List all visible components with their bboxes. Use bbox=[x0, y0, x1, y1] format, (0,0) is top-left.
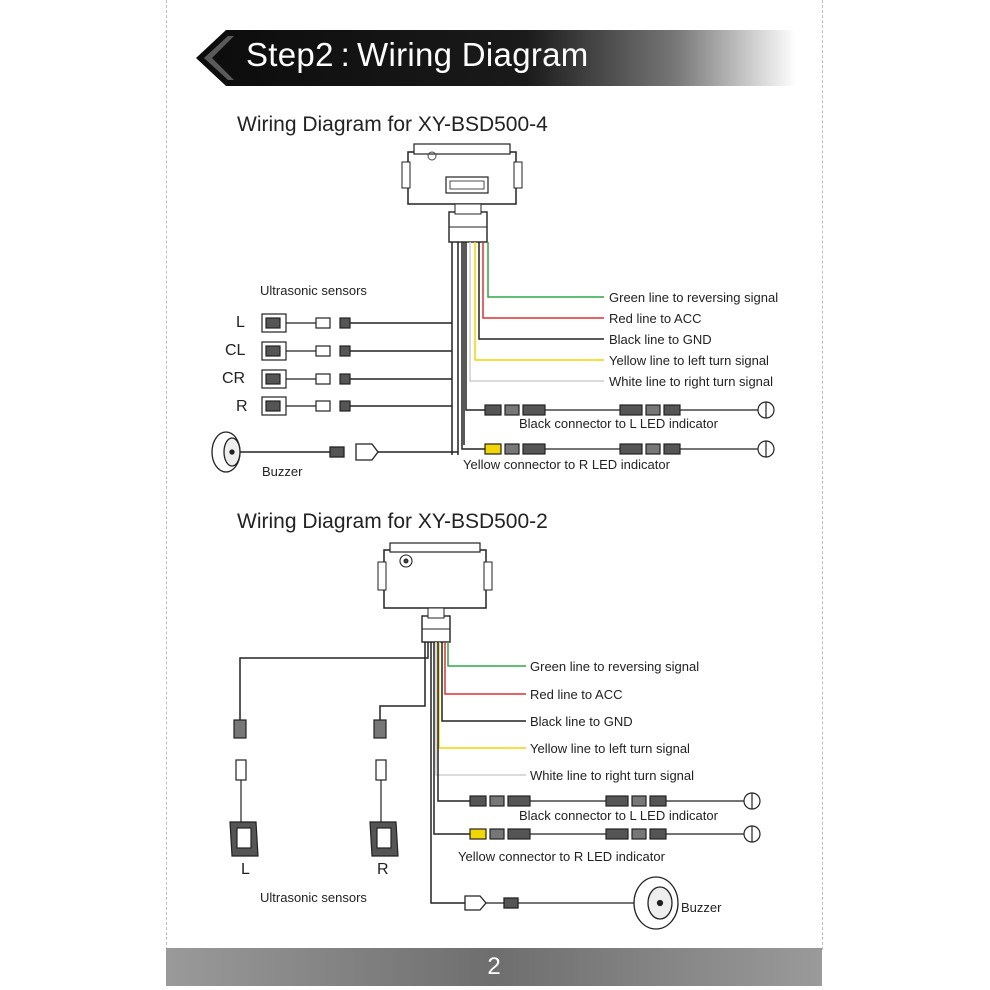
diagram1-buzzer bbox=[211, 431, 379, 473]
diagram1-led-yellow bbox=[484, 440, 775, 458]
diagram2-control-unit bbox=[377, 542, 493, 643]
diagram2-line-black: Black line to GND bbox=[530, 714, 633, 729]
diagram1-sensor-r: R bbox=[236, 398, 248, 415]
diagram2-connector-black: Black connector to L LED indicator bbox=[519, 808, 718, 823]
diagram1-connector-black: Black connector to L LED indicator bbox=[519, 416, 718, 431]
diagram2-connector-yellow: Yellow connector to R LED indicator bbox=[458, 849, 665, 864]
diagram2-sensor-r: R bbox=[377, 861, 389, 878]
diagram1-title: Wiring Diagram for XY-BSD500-4 bbox=[237, 113, 548, 136]
diagram2-sensor-l: L bbox=[241, 861, 250, 878]
page-title: Step2 : Wiring Diagram bbox=[246, 36, 589, 73]
diagram1-sensor-cl: CL bbox=[225, 342, 246, 359]
diagram1-led-black bbox=[484, 401, 775, 419]
diagram1-line-red: Red line to ACC bbox=[609, 311, 702, 326]
diagram2-line-red: Red line to ACC bbox=[530, 687, 623, 702]
diagram1-sensor-l: L bbox=[236, 314, 245, 331]
diagram2-harness bbox=[239, 642, 526, 904]
diagram2-led-black bbox=[469, 792, 761, 810]
diagram1-line-white: White line to right turn signal bbox=[609, 374, 774, 389]
diagram2-led-yellow bbox=[469, 825, 761, 843]
diagram1-line-black: Black line to GND bbox=[609, 332, 712, 347]
diagram2-sensors bbox=[229, 719, 399, 857]
diagram2-line-yellow: Yellow line to left turn signal bbox=[530, 741, 690, 756]
header-banner bbox=[196, 30, 796, 86]
page-border-right bbox=[822, 0, 823, 950]
diagram2-line-green: Green line to reversing signal bbox=[530, 659, 700, 674]
page-number: 2 bbox=[487, 953, 501, 980]
diagram1-sensors bbox=[261, 313, 351, 416]
diagram1-control-unit bbox=[401, 143, 523, 243]
diagram2-title: Wiring Diagram for XY-BSD500-2 bbox=[237, 510, 548, 533]
page-footer: 2 bbox=[166, 948, 822, 986]
page-border-left bbox=[166, 0, 167, 950]
diagram2-line-white: White line to right turn signal bbox=[530, 768, 695, 783]
diagram1-buzzer-label: Buzzer bbox=[262, 464, 303, 479]
diagram1-connector-yellow: Yellow connector to R LED indicator bbox=[463, 457, 670, 472]
diagram1-sensor-cr: CR bbox=[222, 370, 246, 387]
diagram1-sensors-label: Ultrasonic sensors bbox=[260, 283, 367, 298]
diagram1-harness bbox=[240, 242, 604, 455]
diagram2-sensors-label: Ultrasonic sensors bbox=[260, 890, 367, 905]
diagram1-line-yellow: Yellow line to left turn signal bbox=[609, 353, 769, 368]
diagram2-buzzer bbox=[464, 876, 679, 930]
diagram1-line-green: Green line to reversing signal bbox=[609, 290, 779, 305]
diagram2-buzzer-label: Buzzer bbox=[681, 900, 722, 915]
